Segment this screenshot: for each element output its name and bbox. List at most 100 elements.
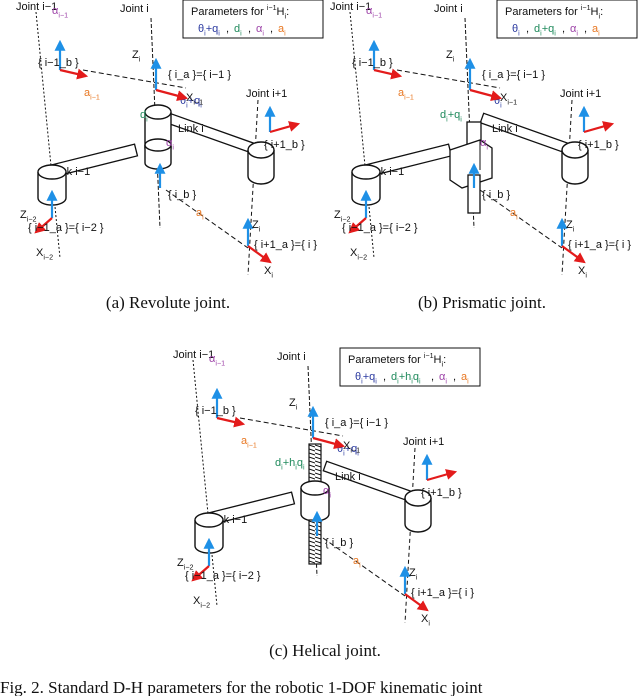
parameters-title: Parameters for i−1Hi: xyxy=(191,4,289,20)
figure-caption: Fig. 2. Standard D-H parameters for the … xyxy=(0,678,483,696)
joint-cylinder-ip1 xyxy=(561,141,589,185)
joint-axis-ip1 xyxy=(561,99,573,276)
common-normal-cur xyxy=(479,189,563,249)
parameter-0: θi+qi xyxy=(198,23,220,37)
panel-caption: (a) Revolute joint. xyxy=(106,293,230,312)
parameter-2: αi xyxy=(439,371,447,385)
parameter-1: di xyxy=(234,23,242,37)
x-label-im2: Xi−2 xyxy=(193,595,210,609)
z-label-i: Zi xyxy=(446,49,455,63)
frame-label-im1-b: { i−1_b } xyxy=(38,57,79,69)
parameter-sep: , xyxy=(526,23,529,35)
x-axis-ip1-b xyxy=(269,121,301,134)
x-axis-im1-a xyxy=(34,217,53,234)
frame-label-i-b: { i_b } xyxy=(325,537,353,549)
x-label-im1: Xi−1 xyxy=(500,92,517,106)
parameters-title: Parameters for i−1Hi: xyxy=(505,4,603,20)
parameter-2: αi xyxy=(570,23,578,37)
frame-label-im1-a: { i−1_a }={ i−2 } xyxy=(342,222,418,234)
d-label: di+qi xyxy=(440,109,462,123)
frame-label-ip1-b: { i+1_b } xyxy=(578,139,619,151)
parameter-sep: , xyxy=(248,23,251,35)
joint-label-im1: Joint i−1 xyxy=(330,1,371,13)
z-label-im2: Zi−2 xyxy=(177,557,193,571)
common-normal-cur xyxy=(322,537,406,597)
link-label-i: Link i xyxy=(178,123,204,135)
link-label-i: Link i xyxy=(335,471,361,483)
joint-label-ip1: Joint i+1 xyxy=(560,88,601,100)
x-axis-im1-a xyxy=(191,565,210,582)
x-axis-ip1-a xyxy=(404,593,429,612)
z-label-im2: Zi−2 xyxy=(334,209,350,223)
parameters-title: Parameters for i−1Hi: xyxy=(348,352,446,368)
frame-label-im1-a: { i−1_a }={ i−2 } xyxy=(28,222,104,234)
parameter-0: θi xyxy=(512,23,520,37)
joint-axis-ip1 xyxy=(404,447,416,624)
x-label-im2: Xi−2 xyxy=(350,247,367,261)
a-prev-label: ai−1 xyxy=(398,87,414,101)
frame-label-ip1-a: { i+1_a }={ i } xyxy=(254,239,317,251)
x-axis-ip1-a xyxy=(561,245,586,264)
joint-label-i: Joint i xyxy=(434,3,463,15)
x-axis-im1-b xyxy=(216,416,246,428)
panel-caption: (b) Prismatic joint. xyxy=(418,293,546,312)
x-axis-ip1-a xyxy=(247,245,272,264)
a-cur-label: ai xyxy=(196,207,204,221)
joint-cylinder-im1 xyxy=(194,512,224,554)
parameters-box: Parameters for i−1Hi:θi+qi,di,αi,ai xyxy=(182,0,324,39)
a-prev-label: ai−1 xyxy=(84,87,100,101)
joint-axis-im1 xyxy=(35,11,61,259)
joint-axis-ip1 xyxy=(247,99,259,276)
parameter-sep: , xyxy=(453,371,456,383)
frame-label-ip1-b: { i+1_b } xyxy=(264,139,305,151)
joint-label-ip1: Joint i+1 xyxy=(246,88,287,100)
parameters-box-frame xyxy=(496,0,638,39)
parameter-sep: , xyxy=(562,23,565,35)
x-label-im2: Xi−2 xyxy=(36,247,53,261)
parameter-sep: , xyxy=(270,23,273,35)
parameters-box: Parameters for i−1Hi:θi,di+qi,αi,ai xyxy=(496,0,638,39)
x-label-i: Xi xyxy=(578,265,587,279)
x-axis-im1-a xyxy=(348,217,367,234)
x-axis-i-a xyxy=(155,88,189,102)
joint-axis-im1 xyxy=(192,359,218,607)
alpha-prev-label: αi−1 xyxy=(366,5,382,19)
x-axis-im1-b xyxy=(59,68,89,80)
parameter-1: di+qi xyxy=(534,23,556,37)
frame-label-im1-a: { i−1_a }={ i−2 } xyxy=(185,570,261,582)
joint-label-i: Joint i xyxy=(277,351,306,363)
common-normal-prev xyxy=(396,69,501,89)
z-label-i: Zi xyxy=(289,397,298,411)
common-normal-prev xyxy=(239,417,344,437)
parameter-sep: , xyxy=(584,23,587,35)
alpha-cur-label: αi xyxy=(166,137,174,151)
alpha-cur-label: αi xyxy=(480,137,488,151)
alpha-cur-label: αi xyxy=(323,485,331,499)
x-label-i: Xi xyxy=(421,613,430,627)
parameter-sep: , xyxy=(431,371,434,383)
joint-axis-im1 xyxy=(349,11,375,259)
z-label-ip1: Zi xyxy=(566,219,575,233)
joint-label-im1: Joint i−1 xyxy=(173,349,214,361)
parameters-box-frame xyxy=(339,347,481,387)
joint-cylinder-ip1 xyxy=(404,489,432,533)
x-axis-i-a xyxy=(312,436,346,450)
z-label-i: Zi xyxy=(132,49,141,63)
a-prev-label: ai−1 xyxy=(241,435,257,449)
helical-screw-lower xyxy=(308,519,322,565)
panel-caption: (c) Helical joint. xyxy=(269,641,381,660)
a-cur-label: ai xyxy=(510,207,518,221)
x-label-im1: Xi−1 xyxy=(343,440,360,454)
z-label-im2: Zi−2 xyxy=(20,209,36,223)
frame-label-i-b: { i_b } xyxy=(482,189,510,201)
link-label-i: Link i xyxy=(492,123,518,135)
alpha-prev-label: αi−1 xyxy=(52,5,68,19)
parameter-sep: , xyxy=(383,371,386,383)
parameter-1: di+hiqi xyxy=(391,371,421,385)
a-cur-label: ai xyxy=(353,555,361,569)
parameter-sep: , xyxy=(226,23,229,35)
x-axis-ip1-b xyxy=(583,121,615,134)
